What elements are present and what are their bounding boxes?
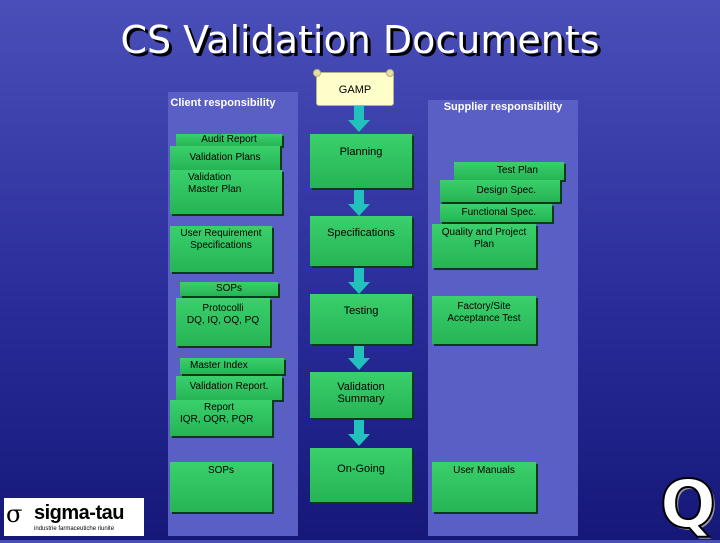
down-arrow-icon [348, 420, 370, 446]
user-manuals-label: User Manuals [453, 465, 515, 476]
quality-project-plan-doc: Quality and Project Plan [432, 224, 536, 268]
test-plan-label: Test Plan [496, 165, 538, 176]
specifications-box: Specifications [310, 216, 412, 266]
report-line2: IQR, OQR, PQR [180, 414, 254, 425]
validation-report-doc: Validation Report. [176, 376, 282, 400]
protocols-line1: Protocolli [202, 303, 244, 314]
page-title: CS Validation Documents [120, 18, 600, 62]
ongoing-label: On-Going [337, 463, 385, 475]
validation-plans-label: Validation Plans [189, 152, 261, 163]
quality-line1: Quality and Project [441, 227, 527, 238]
validation-plans-doc: Validation Plans [170, 146, 280, 170]
sops-lower-doc: SOPs [170, 462, 272, 512]
down-arrow-icon [348, 106, 370, 132]
ongoing-box: On-Going [310, 448, 412, 502]
sigma-tau-logo [4, 498, 144, 536]
fat-line2: Acceptance Test [447, 313, 521, 324]
user-requirement-doc: User Requirement Specifications [170, 226, 272, 272]
specifications-label: Specifications [327, 227, 395, 239]
report-line1: Report [204, 402, 235, 413]
design-spec-label: Design Spec. [476, 185, 536, 196]
sops-lower-label: SOPs [207, 465, 235, 476]
down-arrow-icon [348, 268, 370, 294]
acceptance-test-doc: Factory/Site Acceptance Test [432, 296, 536, 344]
audit-report-label: Audit Report [201, 134, 257, 145]
planning-label: Planning [339, 146, 383, 158]
scroll-curl-left [313, 69, 321, 77]
vmp-line1: Validation [188, 172, 232, 183]
logo-name: sigma-tau [34, 502, 124, 524]
sigma-symbol-icon: σ [6, 500, 23, 528]
test-plan-doc: Test Plan [454, 162, 564, 180]
validation-summary-box: Validation Summary [310, 372, 412, 418]
sops-upper-doc: SOPs [180, 282, 278, 296]
client-responsibility-header: Client responsibility [170, 97, 276, 109]
testing-box: Testing [310, 294, 412, 344]
vmp-line2: Master Plan [188, 184, 242, 195]
audit-report-doc: Audit Report [176, 134, 282, 146]
down-arrow-icon [348, 344, 370, 370]
quality-line2: Plan [473, 239, 494, 250]
scroll-curl-right [386, 69, 394, 77]
protocols-doc: Protocolli DQ, IQ, OQ, PQ [176, 298, 270, 346]
design-spec-doc: Design Spec. [440, 180, 560, 202]
corner-q-letter: Q [659, 465, 717, 543]
iqr-report-doc: Report IQR, OQR, PQR [170, 400, 272, 436]
logo-subtitle: industrie farmaceutiche riunite [34, 526, 115, 532]
master-index-label: Master Index [190, 360, 248, 371]
supplier-responsibility-header: Supplier responsibility [443, 101, 563, 113]
down-arrow-icon [348, 190, 370, 216]
validation-summary-line1: Validation [337, 381, 385, 393]
planning-box: Planning [310, 134, 412, 188]
master-index-doc: Master Index [180, 358, 284, 374]
urs-line1: User Requirement [180, 228, 262, 239]
gamp-scroll: GAMP [316, 72, 394, 106]
functional-spec-label: Functional Spec. [461, 207, 537, 218]
validation-summary-line2: Summary [337, 393, 385, 405]
urs-line2: Specifications [190, 240, 252, 251]
testing-label: Testing [343, 305, 379, 317]
validation-report-label: Validation Report. [189, 381, 269, 392]
functional-spec-doc: Functional Spec. [440, 204, 552, 222]
protocols-line2: DQ, IQ, OQ, PQ [186, 315, 260, 326]
fat-line1: Factory/Site [457, 301, 511, 312]
user-manuals-doc: User Manuals [432, 462, 536, 512]
sops-upper-label: SOPs [215, 283, 243, 294]
validation-master-plan-doc: Validation Master Plan [170, 170, 282, 214]
